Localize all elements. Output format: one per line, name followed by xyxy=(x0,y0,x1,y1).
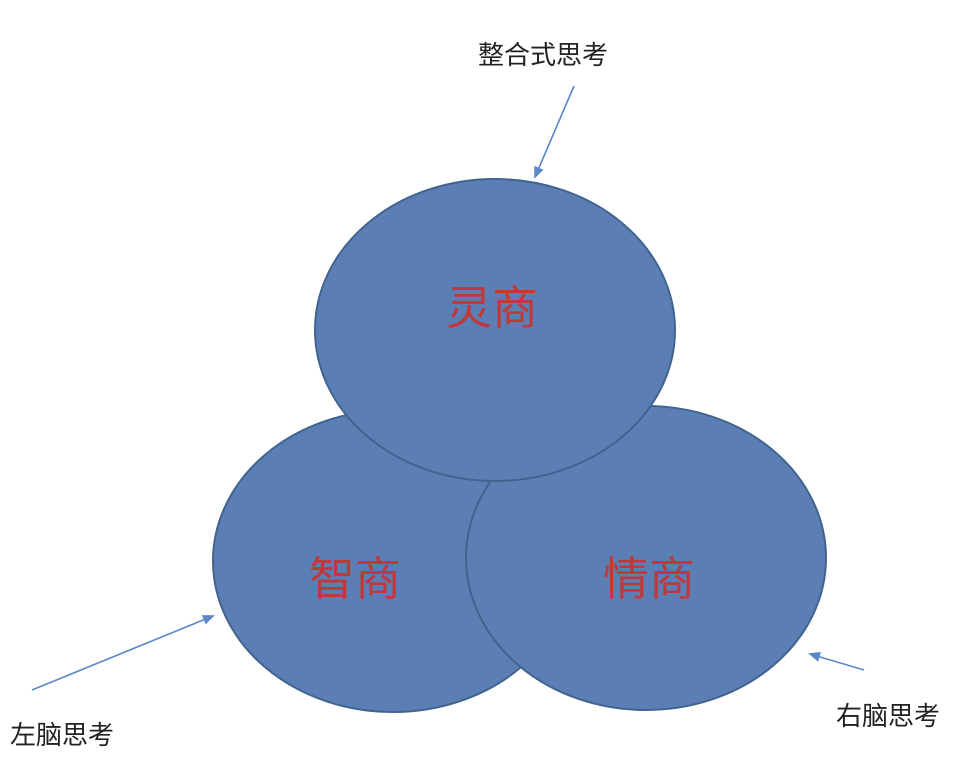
left-annotation-arrow xyxy=(31,615,215,691)
top-circle-label: 灵商 xyxy=(446,281,538,335)
left-annotation-text: 左脑思考 xyxy=(10,721,114,751)
top-annotation-arrow xyxy=(534,85,575,179)
top-annotation-text: 整合式思考 xyxy=(478,41,608,71)
right-annotation-text: 右脑思考 xyxy=(836,702,940,732)
top-circle-sq xyxy=(314,178,676,482)
left-circle-label: 智商 xyxy=(309,552,401,606)
right-circle-label: 情商 xyxy=(603,552,695,606)
right-annotation-arrow xyxy=(808,652,865,671)
